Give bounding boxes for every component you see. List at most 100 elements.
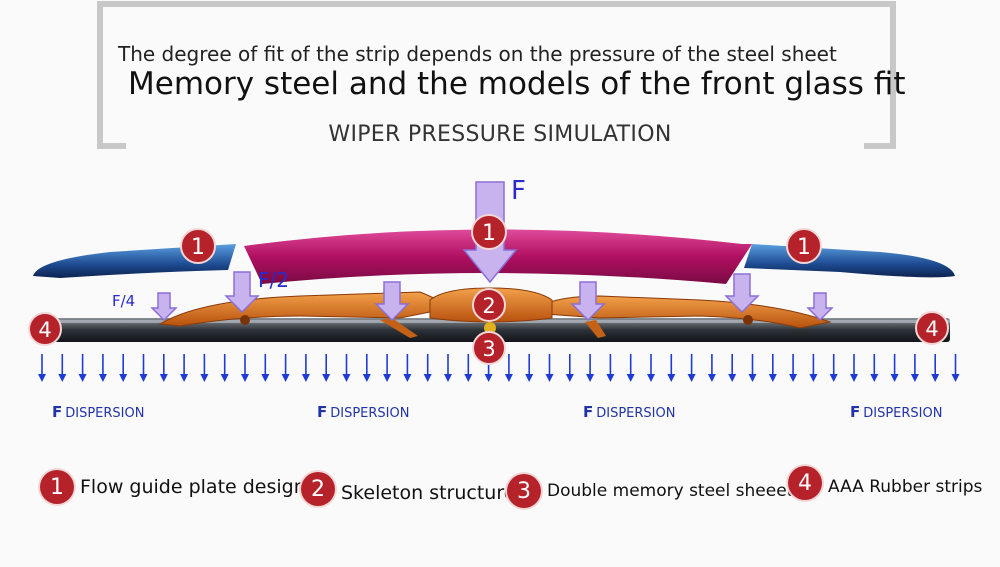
dispersion-arrow (38, 354, 46, 382)
marker-1-center: 1 (471, 214, 507, 250)
header-title: Memory steel and the models of the front… (128, 66, 906, 102)
dispersion-arrow (464, 354, 473, 382)
dispersion-arrow (200, 354, 209, 382)
dispersion-arrow (98, 354, 107, 382)
marker-3: 3 (472, 331, 506, 365)
dispersion-label-1-prefix: F (52, 403, 63, 421)
simulation-title: WIPER PRESSURE SIMULATION (328, 122, 672, 147)
dispersion-arrow (301, 354, 310, 382)
dispersion-arrow (362, 354, 371, 382)
force-label-main: F (511, 176, 526, 206)
dispersion-arrow-row (38, 354, 960, 382)
dispersion-arrow (565, 354, 574, 382)
dispersion-arrow (423, 354, 432, 382)
dispersion-arrow (119, 354, 128, 382)
dispersion-arrow (647, 354, 655, 382)
dispersion-arrow (180, 354, 189, 382)
dispersion-arrow (342, 354, 351, 382)
dispersion-arrow (58, 354, 67, 382)
dispersion-arrow (687, 354, 696, 382)
dispersion-arrow (951, 354, 960, 382)
dispersion-arrow (890, 354, 899, 382)
legend-label-3: Double memory steel sheeet (547, 481, 794, 501)
dispersion-arrow (728, 354, 737, 382)
pressure-arrow-half-center-left (374, 281, 410, 322)
svg-text:4: 4 (925, 317, 938, 341)
dispersion-arrow (322, 354, 331, 382)
dispersion-arrow (850, 354, 858, 382)
legend-item-flow-guide-plate: 1 Flow guide plate design (40, 470, 306, 504)
dispersion-arrow (768, 354, 777, 382)
dispersion-arrow (910, 354, 919, 382)
marker-1-left: 1 (180, 228, 216, 264)
dispersion-arrow (444, 354, 452, 382)
dispersion-arrow (789, 354, 798, 382)
dispersion-arrow (667, 354, 676, 382)
dispersion-arrow (809, 354, 818, 382)
dispersion-label-3-prefix: F (583, 403, 594, 421)
dispersion-arrow (281, 354, 290, 382)
legend-number-2: 2 (301, 472, 335, 506)
legend-label-2: Skeleton structure (341, 482, 516, 504)
legend-label-4: AAA Rubber strips (828, 477, 983, 497)
svg-text:1: 1 (191, 235, 205, 260)
dispersion-arrow (78, 354, 87, 382)
dispersion-arrow (220, 354, 229, 382)
skeleton-joint-right (743, 315, 753, 325)
svg-text:3: 3 (482, 337, 495, 361)
skeleton-joint-left (240, 315, 250, 325)
dispersion-arrow (139, 354, 148, 382)
dispersion-arrow (261, 354, 270, 382)
dispersion-label-2-prefix: F (317, 403, 328, 421)
dispersion-arrow (159, 354, 168, 382)
skeleton-clip-left (380, 318, 418, 338)
svg-text:4: 4 (38, 318, 51, 342)
dispersion-arrow (829, 354, 838, 382)
svg-text:1: 1 (797, 235, 811, 260)
skeleton-clip-right (585, 320, 606, 338)
pressure-arrow-quarter-left (150, 292, 178, 322)
svg-text:2: 2 (482, 294, 495, 318)
legend-number-1: 1 (40, 470, 74, 504)
dispersion-label-1-text: DISPERSION (65, 406, 145, 421)
dispersion-arrow (241, 354, 249, 382)
marker-2: 2 (472, 288, 506, 322)
dispersion-label-4-prefix: F (850, 403, 861, 421)
dispersion-arrow (870, 354, 879, 382)
force-label-half: F/2 (258, 268, 289, 292)
pressure-arrow-half-right (724, 273, 760, 314)
dispersion-label-2-text: DISPERSION (330, 406, 410, 421)
legend-number-3: 3 (507, 474, 541, 508)
pressure-arrow-half-center-right (570, 281, 606, 322)
dispersion-arrow (626, 354, 635, 382)
dispersion-arrow (403, 354, 412, 382)
header-frame-top-right-line (122, 1, 896, 149)
header-frame-left-bracket (97, 1, 126, 149)
force-label-quarter: F/4 (112, 292, 136, 310)
marker-4-right: 4 (915, 311, 949, 345)
legend-number-4: 4 (788, 466, 822, 500)
dispersion-arrow (504, 354, 513, 382)
dispersion-arrow (931, 354, 940, 382)
memory-steel-center-ring (484, 322, 496, 334)
pressure-arrow-quarter-right (806, 292, 834, 322)
dispersion-arrow (707, 354, 716, 382)
marker-1-right: 1 (786, 228, 822, 264)
dispersion-arrow (545, 354, 554, 382)
pressure-arrow-half-left (224, 271, 260, 314)
legend-item-memory-steel: 3 Double memory steel sheeet (507, 474, 793, 508)
legend-item-skeleton-structure: 2 Skeleton structure (301, 472, 515, 506)
header-subtitle: The degree of fit of the strip depends o… (118, 42, 837, 66)
dispersion-label-4-text: DISPERSION (863, 406, 943, 421)
svg-text:1: 1 (482, 221, 496, 246)
dispersion-arrow (586, 354, 595, 382)
dispersion-arrow (748, 354, 757, 382)
right-flow-guide-plate (744, 244, 955, 278)
marker-4-left: 4 (28, 312, 62, 346)
dispersion-arrow (606, 354, 615, 382)
